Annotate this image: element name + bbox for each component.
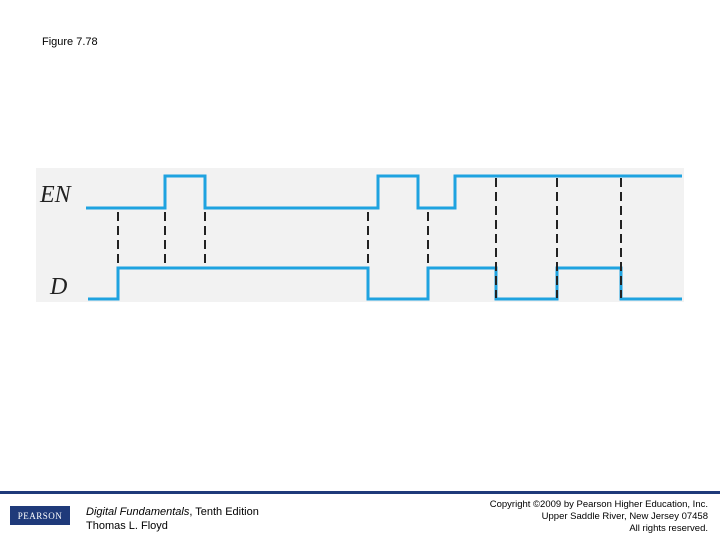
en-waveform [86,174,682,210]
footer-divider [0,491,720,494]
copyright-line-3: All rights reserved. [629,523,708,534]
d-waveform [88,266,682,301]
d-signal-label: D [49,274,67,300]
timing-markers [117,178,622,298]
copyright-notice: Copyright ©2009 by Pearson Higher Educat… [490,499,708,535]
figure-label: Figure 7.78 [42,36,98,48]
book-author: Thomas L. Floyd [86,520,168,532]
book-citation: Digital Fundamentals, Tenth Edition Thom… [86,505,259,533]
diagram-background [36,168,684,302]
en-signal-label: EN [39,182,73,208]
pearson-logo: PEARSON [10,506,70,525]
book-title: Digital Fundamentals [86,506,190,518]
book-edition: , Tenth Edition [189,506,259,518]
copyright-line-2: Upper Saddle River, New Jersey 07458 [541,511,708,522]
copyright-line-1: Copyright ©2009 by Pearson Higher Educat… [489,499,708,510]
